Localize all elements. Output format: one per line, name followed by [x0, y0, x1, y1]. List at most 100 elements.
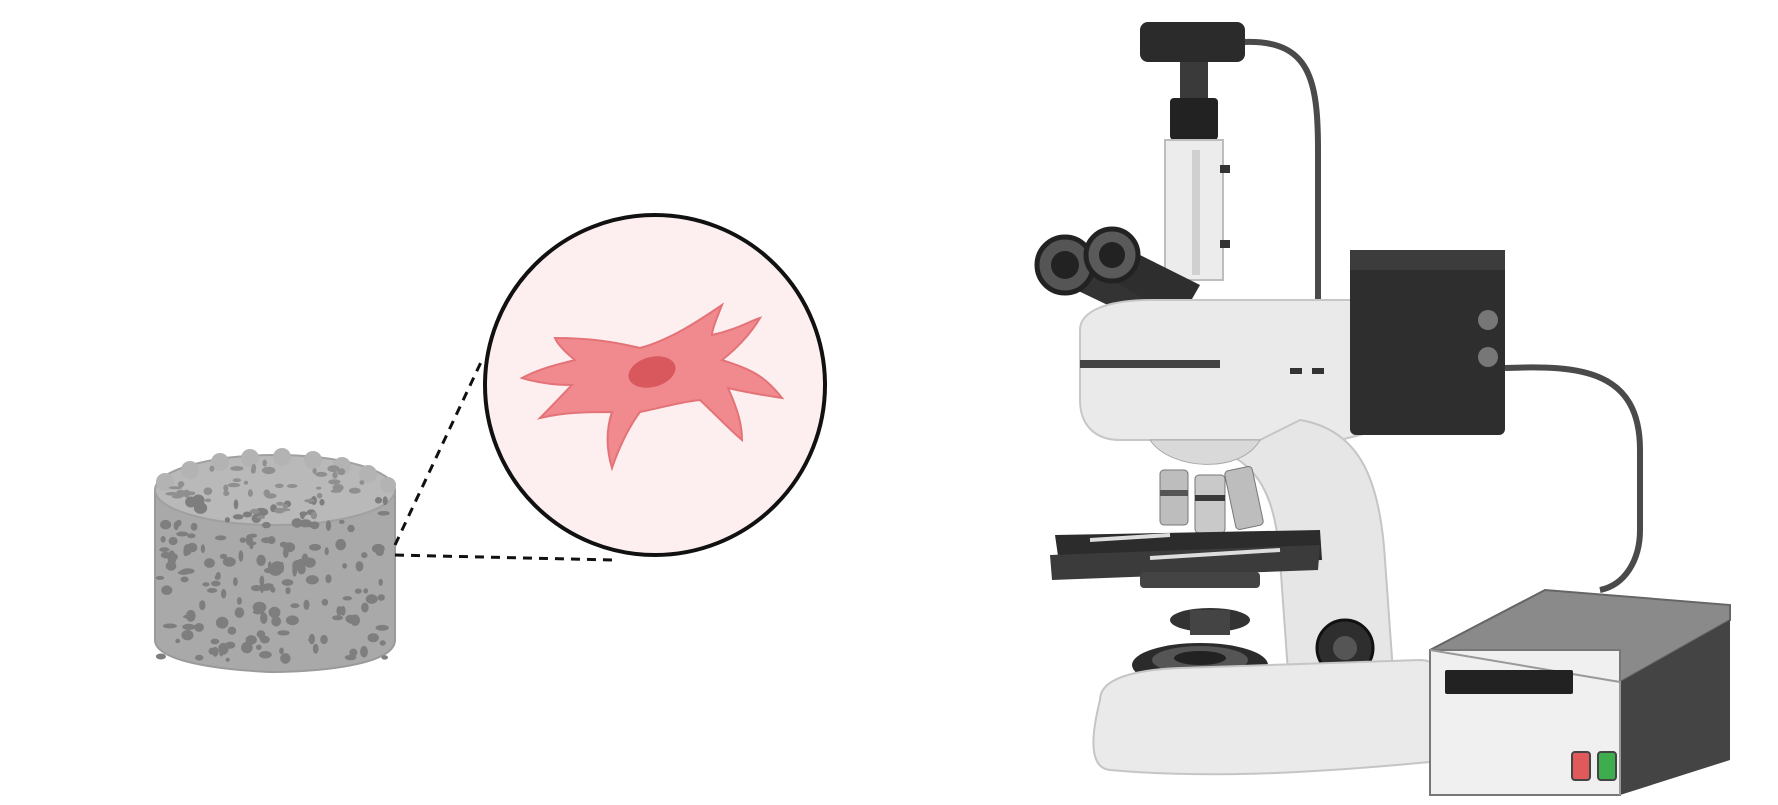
scaffold-pore: [363, 588, 368, 593]
scaffold-pore: [187, 533, 196, 538]
scaffold-pore: [271, 561, 283, 571]
scaffold-pore: [279, 648, 284, 655]
lamp-house: [1350, 250, 1505, 435]
scaffold-pore: [250, 509, 259, 514]
scaffold-pore: [256, 555, 265, 566]
scaffold-pore: [215, 575, 220, 580]
scaffold-pore: [161, 536, 166, 543]
scaffold-pore: [376, 625, 389, 631]
scaffold-pore: [163, 624, 177, 629]
scaffold-pore: [259, 651, 272, 658]
scaffold-pore: [343, 596, 352, 600]
scaffold-pore: [210, 466, 215, 472]
scaffold-pore: [209, 648, 217, 655]
scaffold-pore: [187, 543, 197, 553]
scaffold-pore: [244, 481, 248, 485]
scaffold-pore: [211, 581, 221, 587]
scaffold-pore: [239, 550, 244, 561]
scaffold-pore: [221, 589, 226, 599]
scaffold-pore: [287, 484, 298, 488]
scaffold-pore: [292, 565, 297, 577]
scaffold-pore: [356, 561, 364, 571]
scaffold-pore: [195, 655, 203, 661]
scaffold-pore: [182, 630, 194, 640]
scaffold-pore: [349, 649, 357, 657]
scaffold-pore: [202, 582, 209, 586]
scaffold-pore: [381, 655, 388, 659]
scaffold-pore: [256, 645, 262, 650]
scaffold-pore: [360, 646, 368, 658]
scaffold-pore: [160, 520, 171, 530]
scaffold-pore: [230, 466, 243, 471]
scaffold-pore: [169, 537, 178, 545]
scaffold-pore: [277, 630, 289, 635]
scaffold-pore: [259, 636, 267, 641]
scaffold-pore: [233, 514, 244, 519]
scaffold-pore: [325, 547, 329, 555]
scaffold-pore: [328, 479, 340, 484]
scaffold-pore: [347, 525, 354, 532]
scaffold-pore: [262, 467, 276, 474]
scaffold-pore: [306, 575, 319, 584]
zoom-line-upper: [395, 360, 482, 545]
scaffold-pore: [332, 472, 337, 479]
scaffold-pore: [311, 512, 317, 520]
scaffold-pore: [319, 499, 324, 506]
scaffold-pore: [194, 623, 204, 632]
green-button: [1598, 752, 1616, 780]
scaffold-pore: [375, 497, 382, 504]
scaffold-pore: [246, 635, 257, 645]
scaffold-pore: [159, 547, 169, 552]
camera-cable: [1245, 42, 1318, 320]
scaffold-pore: [247, 541, 257, 545]
scaffold-pore: [326, 520, 331, 531]
scaffold-pore: [263, 583, 274, 588]
scaffold-pore: [275, 484, 284, 488]
scaffold-pore: [181, 577, 189, 583]
scaffold-pore: [204, 558, 215, 568]
scaffold-pore: [368, 633, 379, 642]
scaffold-pore: [355, 589, 362, 594]
scaffold-pore: [322, 599, 329, 606]
scaffold-pore: [378, 594, 385, 601]
scaffold-pore: [253, 610, 265, 615]
scaffold-pore: [225, 517, 230, 522]
scaffold-pore: [233, 478, 241, 482]
porous-scaffold: [155, 448, 396, 672]
power-supply-unit: [1430, 590, 1730, 795]
scaffold-pore: [277, 508, 291, 511]
scaffold-pore: [359, 480, 364, 485]
scaffold-pore: [341, 606, 346, 616]
scaffold-pore: [216, 617, 229, 629]
scaffold-pore: [182, 624, 195, 630]
scaffold-pore: [204, 487, 213, 495]
scaffold-pore: [309, 544, 321, 551]
scaffold-pore: [264, 489, 271, 496]
scaffold-pore: [342, 563, 347, 569]
red-button: [1572, 752, 1590, 780]
scaffold-pore: [223, 491, 229, 496]
scaffold-pore: [313, 468, 317, 474]
scaffold-pore: [252, 464, 257, 471]
scaffold-pore: [327, 465, 339, 472]
scaffold-pore: [174, 521, 179, 530]
scaffold-pore: [211, 639, 220, 645]
scaffold-pore: [175, 639, 180, 644]
scaffold-pore: [263, 460, 267, 467]
scaffold-pore: [260, 583, 264, 593]
scaffold-pore: [379, 579, 383, 586]
scaffold-pore: [248, 489, 253, 497]
scaffold-pore: [332, 615, 343, 620]
scaffold-pore: [178, 481, 185, 487]
scaffold-pore: [361, 552, 367, 558]
scaffold-pore: [223, 557, 236, 567]
scaffold-pore: [378, 511, 390, 516]
scaffold-pore: [316, 487, 321, 490]
scaffold-pore: [315, 472, 327, 477]
scaffold-pore: [191, 523, 198, 531]
lamp-cable: [1505, 367, 1640, 590]
scaffold-pore: [205, 498, 211, 502]
scaffold-pore: [215, 535, 226, 540]
scaffold-pore: [156, 654, 166, 660]
